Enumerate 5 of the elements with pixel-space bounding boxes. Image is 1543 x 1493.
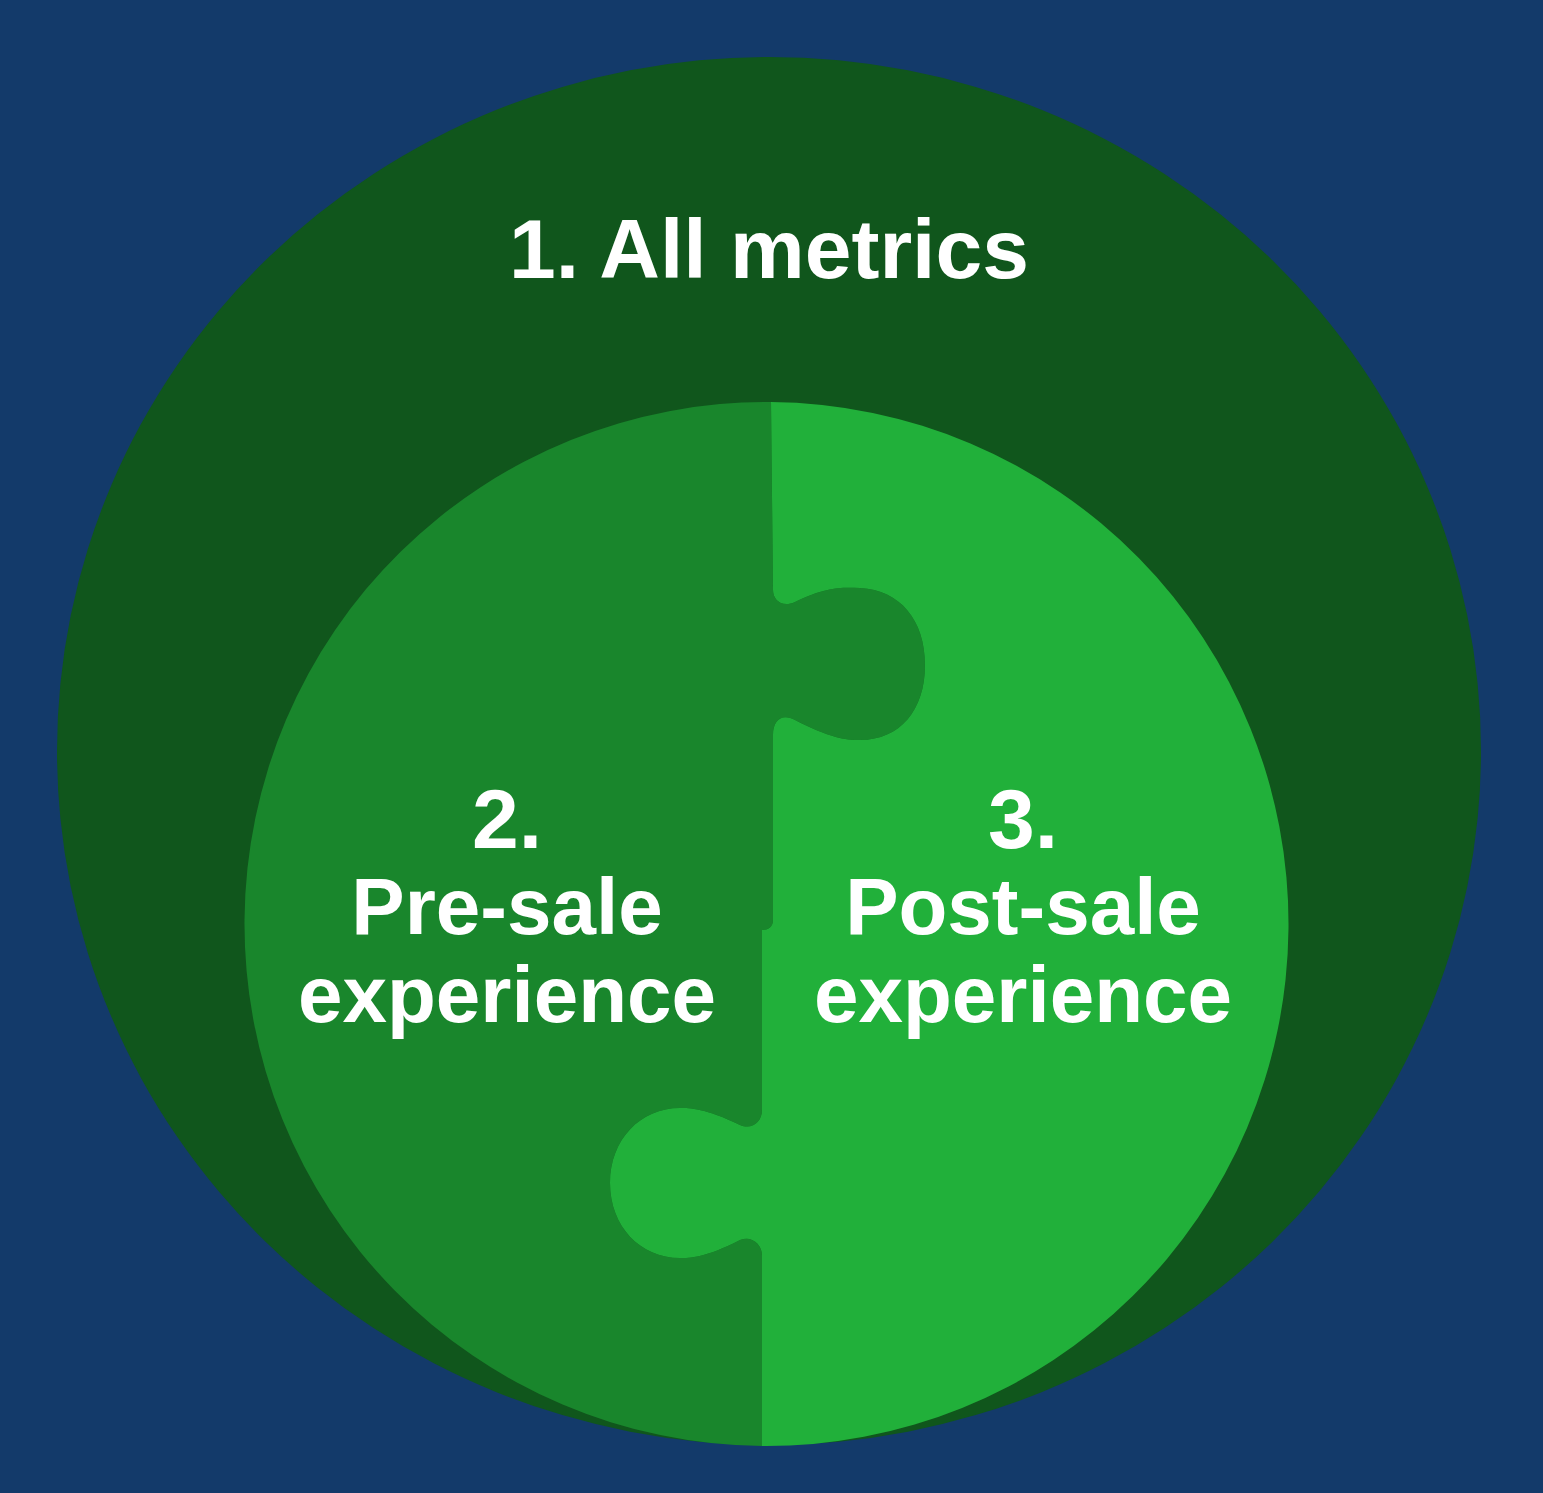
- region-title: 1. All metrics: [508, 205, 1030, 293]
- step-number: 3.: [986, 775, 1060, 863]
- step-number: 2.: [470, 775, 544, 863]
- region-label: Post-sale experience: [812, 863, 1233, 1039]
- region-label: Pre-sale experience: [296, 863, 717, 1039]
